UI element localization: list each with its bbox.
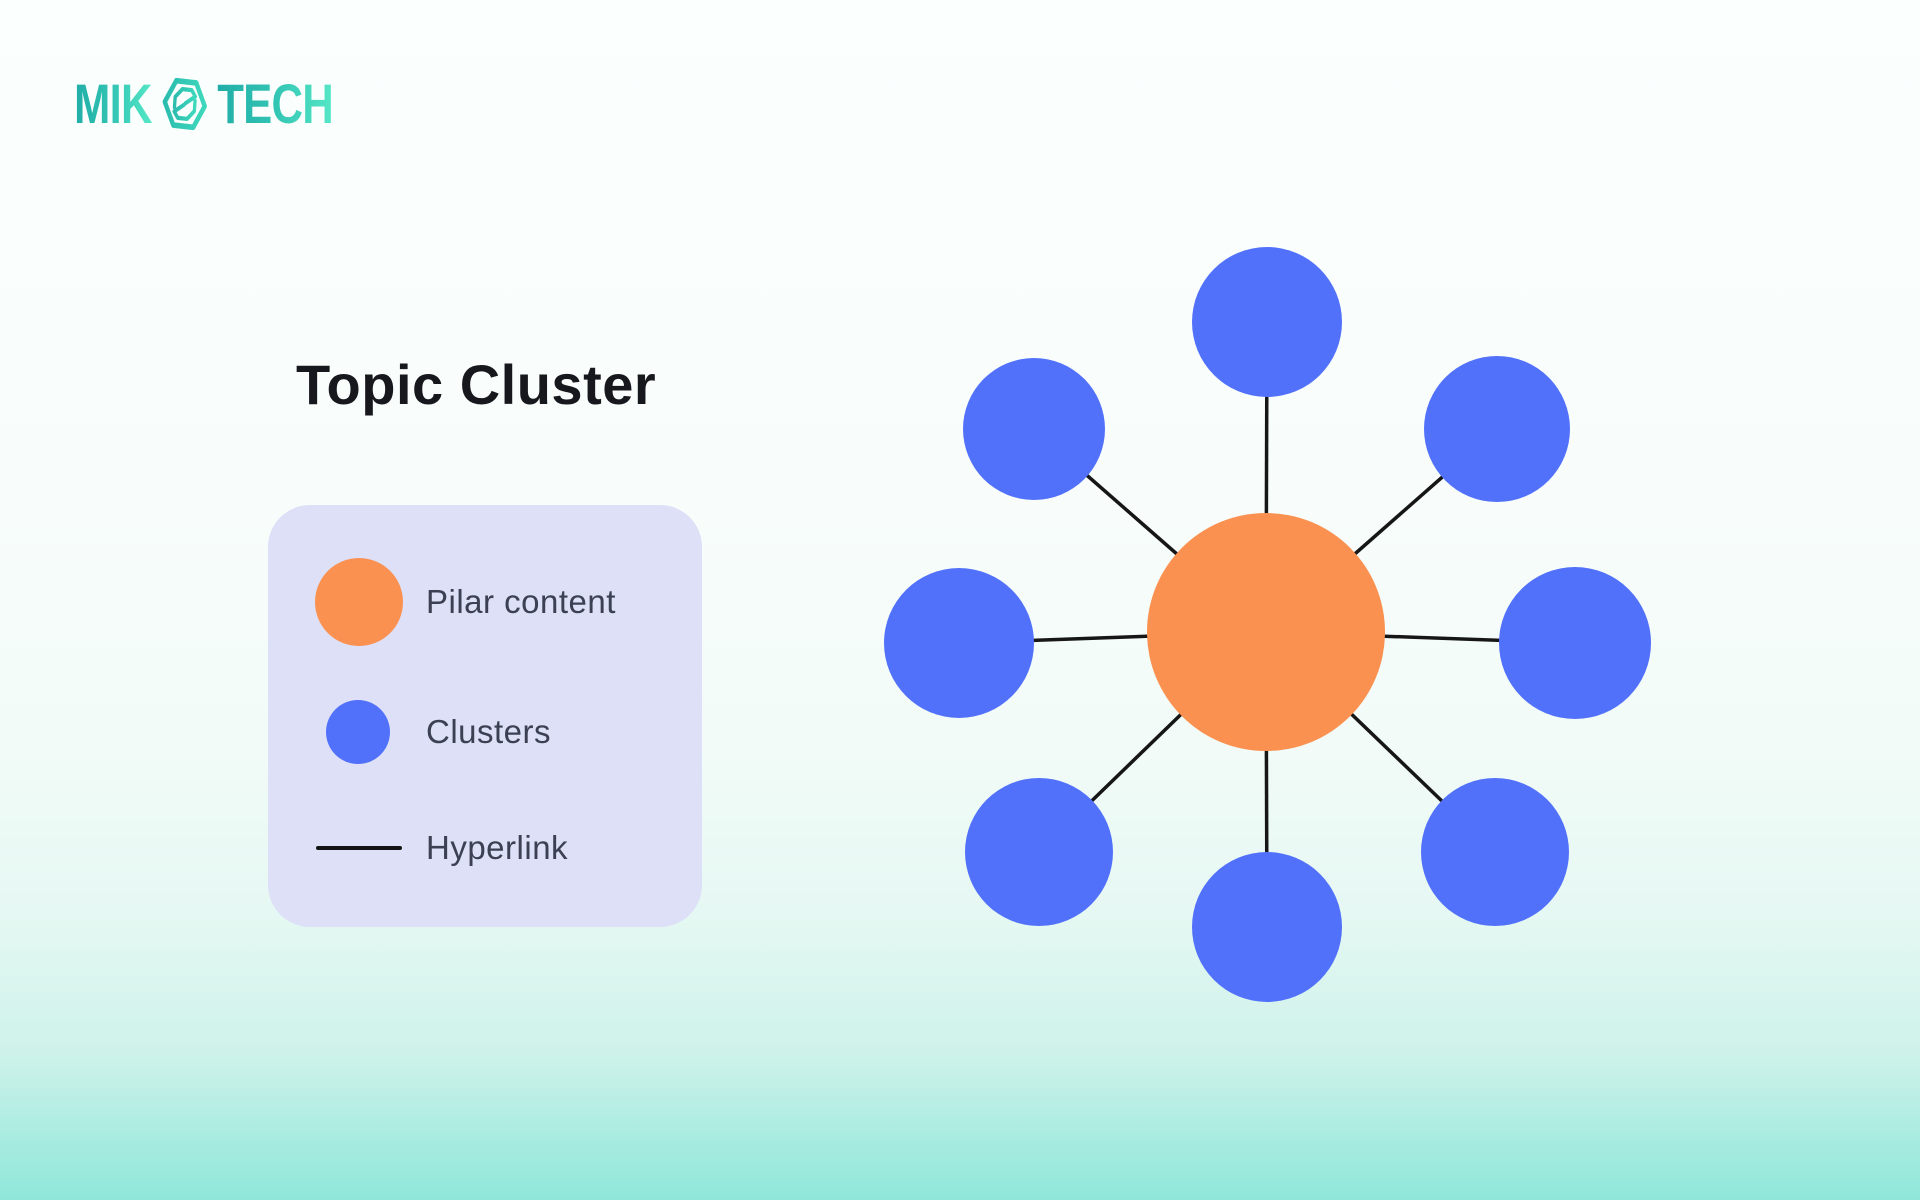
page-title: Topic Cluster	[296, 353, 657, 416]
hyperlink-swatch-line	[316, 846, 402, 850]
cluster-node	[1192, 247, 1342, 397]
clusters-swatch-circle	[326, 700, 390, 764]
cluster-node	[1424, 356, 1570, 502]
cluster-node	[884, 568, 1034, 718]
logo-text-mik: MIK	[74, 72, 153, 135]
cluster-node	[965, 778, 1113, 926]
legend-item-hyperlink: Hyperlink	[268, 829, 702, 866]
hexagon-icon	[162, 77, 207, 131]
legend-card: Pilar content Clusters Hyperlink	[268, 505, 702, 927]
legend-label: Clusters	[426, 713, 552, 750]
cluster-node	[1192, 852, 1342, 1002]
pillar-content-node	[1147, 513, 1385, 751]
logo-text-tech: TECH	[217, 72, 334, 135]
cluster-node	[1421, 778, 1569, 926]
cluster-node	[963, 358, 1105, 500]
pillar-content-swatch-circle	[315, 558, 403, 646]
legend-label: Pilar content	[426, 583, 616, 620]
cluster-node	[1499, 567, 1651, 719]
legend-label: Hyperlink	[426, 829, 569, 866]
logo: MIK TECH	[74, 72, 334, 135]
legend-item-pillar-content: Pilar content	[268, 558, 702, 646]
legend-item-clusters: Clusters	[268, 700, 702, 764]
